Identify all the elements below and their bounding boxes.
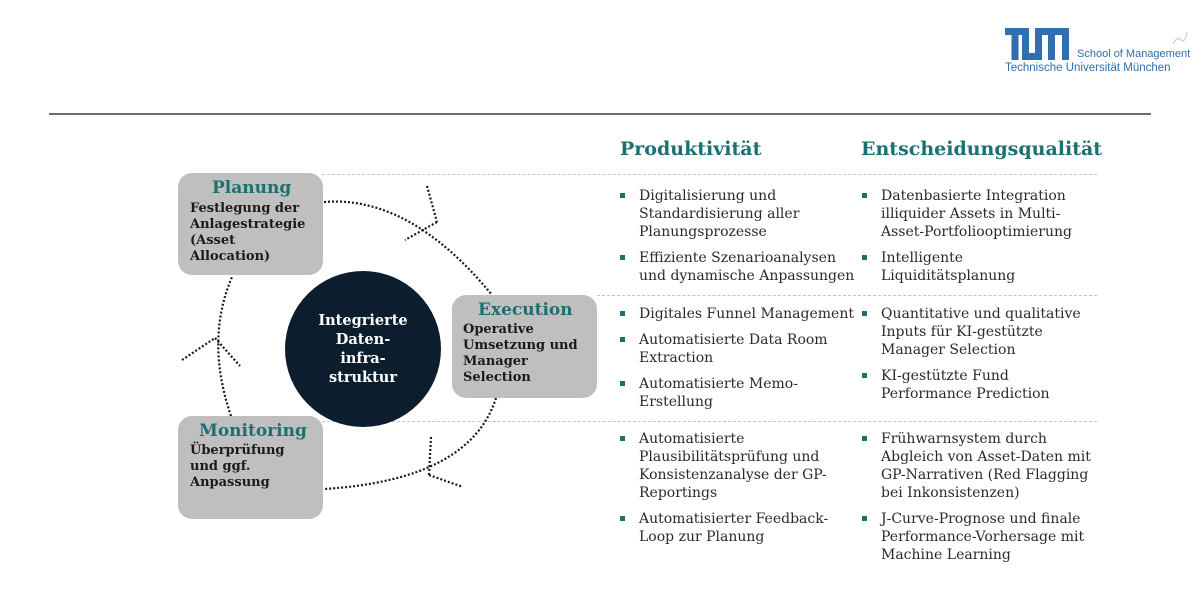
phase-line: Überprüfung — [190, 443, 285, 458]
list-item-text: Digitales Funnel Management — [639, 306, 854, 322]
list-item: Digitales Funnel Management — [618, 305, 858, 323]
row-separator-3 — [322, 421, 1097, 422]
arrow-head-top — [404, 185, 439, 241]
phase-line: (Asset — [190, 233, 236, 248]
bullet-icon — [862, 193, 867, 198]
bullet-icon — [620, 193, 625, 198]
phase-box-monitoring: Monitoring Überprüfung und ggf. Anpassun… — [178, 416, 323, 519]
phase-description: Festlegung der Anlagestrategie (Asset Al… — [190, 201, 305, 265]
phase-line: und ggf. — [190, 459, 251, 474]
bullet-icon — [620, 436, 625, 441]
arc-execution-monitoring — [323, 397, 498, 491]
arc-planung-execution — [323, 200, 493, 296]
bullet-icon — [862, 436, 867, 441]
phase-line: Selection — [463, 370, 531, 385]
phase-description: Überprüfung und ggf. Anpassung — [190, 443, 285, 491]
core-line: struktur — [329, 369, 397, 386]
row-separator-2 — [597, 295, 1097, 296]
swoosh-icon — [1172, 31, 1188, 45]
list-item: Frühwarnsystem durch Abgleich von Asset-… — [860, 430, 1095, 502]
monitoring-decision-list: Frühwarnsystem durch Abgleich von Asset-… — [860, 430, 1095, 572]
phase-line: Festlegung der — [190, 201, 300, 216]
bullet-icon — [620, 311, 625, 316]
bullet-icon — [620, 381, 625, 386]
phase-line: Umsetzung und — [463, 338, 578, 353]
bullet-icon — [620, 516, 625, 521]
core-data-infrastructure: Integrierte Daten- infra- struktur — [285, 271, 441, 427]
phase-description: Operative Umsetzung und Manager Selectio… — [463, 322, 578, 386]
arc-monitoring-planung — [217, 276, 234, 417]
bullet-icon — [862, 311, 867, 316]
phase-title: Planung — [212, 178, 292, 198]
bullet-icon — [862, 516, 867, 521]
bullet-icon — [620, 337, 625, 342]
bullet-icon — [620, 255, 625, 260]
bullet-icon — [862, 255, 867, 260]
list-item-text: J-Curve-Prognose und finale Performance-… — [881, 511, 1085, 563]
execution-productivity-list: Digitales Funnel Management Automatisier… — [618, 305, 858, 419]
planung-productivity-list: Digitalisierung und Standardisierung all… — [618, 187, 858, 293]
list-item: J-Curve-Prognose und finale Performance-… — [860, 510, 1095, 564]
phase-box-planung: Planung Festlegung der Anlagestrategie (… — [178, 173, 323, 275]
column-header-decision-quality: Entscheidungsqualität — [861, 138, 1103, 160]
list-item-text: Quantitative und qualitative Inputs für … — [881, 306, 1081, 358]
list-item-text: Automatisierter Feedback-Loop zur Planun… — [639, 511, 829, 545]
phase-title: Execution — [478, 300, 573, 320]
logo-university-text: Technische Universität München — [1005, 62, 1171, 74]
list-item-text: Datenbasierte Integration illiquider Ass… — [881, 188, 1072, 240]
list-item-text: Automatisierte Memo-Erstellung — [639, 376, 798, 410]
list-item: Automatisierte Data Room Extraction — [618, 331, 858, 367]
list-item-text: Frühwarnsystem durch Abgleich von Asset-… — [881, 431, 1091, 501]
arrow-head-left — [181, 337, 241, 367]
list-item: Automatisierte Memo-Erstellung — [618, 375, 858, 411]
list-item: Datenbasierte Integration illiquider Ass… — [860, 187, 1095, 241]
column-header-productivity: Produktivität — [620, 138, 762, 160]
core-line: Daten- — [335, 331, 391, 348]
phase-line: Anlagestrategie — [190, 217, 306, 232]
phase-line: Manager — [463, 354, 528, 369]
list-item-text: Automatisierte Data Room Extraction — [639, 332, 828, 366]
arrow-head-bottom — [427, 436, 464, 489]
list-item: Effiziente Szenarioanalysen und dynamisc… — [618, 249, 858, 285]
phase-line: Operative — [463, 322, 534, 337]
phase-line: Anpassung — [190, 475, 270, 490]
core-line: infra- — [340, 350, 386, 367]
list-item-text: Effiziente Szenarioanalysen und dynamisc… — [639, 250, 855, 284]
planung-decision-list: Datenbasierte Integration illiquider Ass… — [860, 187, 1095, 293]
list-item: Digitalisierung und Standardisierung all… — [618, 187, 858, 241]
header-divider — [49, 113, 1151, 115]
core-label: Integrierte Daten- infra- struktur — [308, 311, 418, 387]
bullet-icon — [862, 373, 867, 378]
tum-logo-mark — [1005, 28, 1069, 60]
list-item-text: Automatisierte Plausibilitätsprüfung und… — [639, 431, 827, 501]
row-separator-1 — [322, 174, 1097, 175]
phase-line: Allocation) — [190, 249, 271, 264]
phase-title: Monitoring — [199, 421, 307, 441]
phase-box-execution: Execution Operative Umsetzung und Manage… — [452, 295, 597, 398]
list-item-text: KI-gestützte Fund Performance Prediction — [881, 368, 1050, 402]
core-line: Integrierte — [318, 312, 408, 329]
monitoring-productivity-list: Automatisierte Plausibilitätsprüfung und… — [618, 430, 858, 554]
list-item: KI-gestützte Fund Performance Prediction — [860, 367, 1095, 403]
list-item: Intelligente Liquiditätsplanung — [860, 249, 1095, 285]
execution-decision-list: Quantitative und qualitative Inputs für … — [860, 305, 1095, 411]
logo-school-text: School of Management — [1077, 48, 1191, 60]
list-item: Automatisierter Feedback-Loop zur Planun… — [618, 510, 858, 546]
list-item-text: Digitalisierung und Standardisierung all… — [639, 188, 800, 240]
list-item-text: Intelligente Liquiditätsplanung — [881, 250, 1016, 284]
tum-logo: School of Management Technische Universi… — [1005, 28, 1190, 76]
list-item: Automatisierte Plausibilitätsprüfung und… — [618, 430, 858, 502]
list-item: Quantitative und qualitative Inputs für … — [860, 305, 1095, 359]
